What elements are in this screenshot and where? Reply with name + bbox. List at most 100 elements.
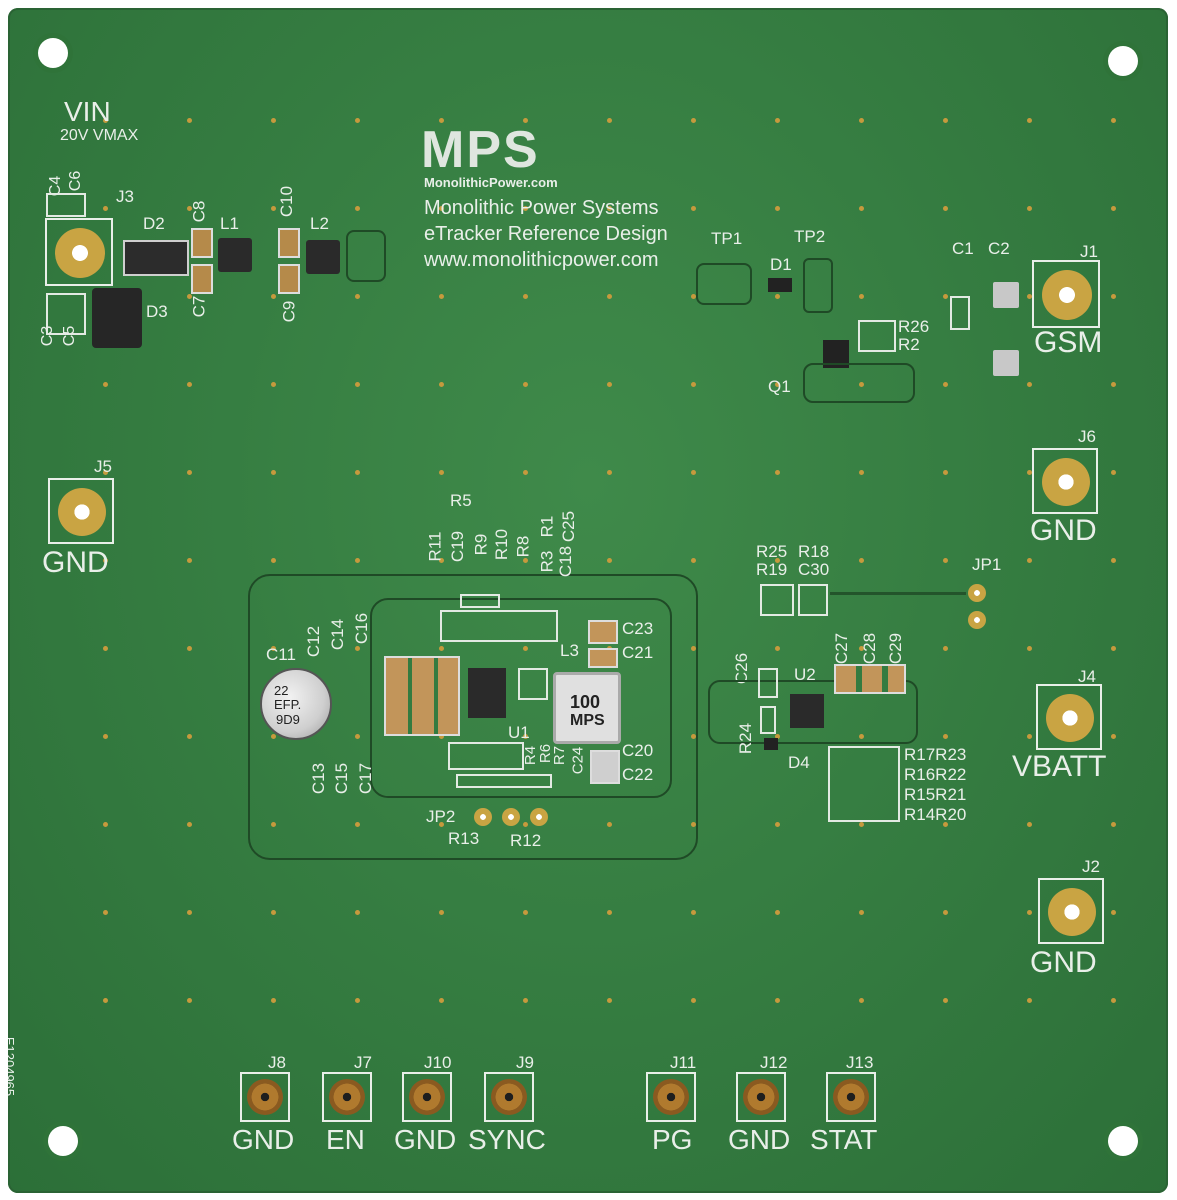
via [775,734,780,739]
r18-label: R18 [798,542,830,561]
j13-pad [833,1079,869,1115]
u1-converter-outline [248,574,698,860]
j6-label: J6 [1078,427,1096,446]
via [439,206,444,211]
d3-diode [92,288,142,348]
c20-label: C20 [622,741,654,760]
j8-pad [247,1079,283,1115]
via [943,646,948,651]
via [1027,822,1032,827]
via [271,646,276,651]
j10-connector [402,1072,452,1122]
via [1027,558,1032,563]
d2-label: D2 [143,214,165,233]
via [859,294,864,299]
company-name: Monolithic Power Systems [424,197,659,219]
via [607,470,612,475]
u1-ic [468,668,506,718]
via [439,470,444,475]
c7-label: C7 [189,295,209,318]
c23-capacitor [588,620,618,644]
vin-label: VIN [64,96,111,127]
c14-label: C14 [328,618,348,651]
via [103,118,108,123]
via [103,646,108,651]
via [523,118,528,123]
via [103,734,108,739]
d1-label: D1 [770,255,792,274]
gsm-label: GSM [1034,326,1103,359]
mounting-hole-top-right [1108,46,1138,76]
c9-label: C9 [279,300,299,323]
r5-pads [460,594,500,608]
mounting-hole-top-left [38,38,68,68]
tp1-label: TP1 [711,229,743,248]
via [439,910,444,915]
via [607,206,612,211]
c1-pads [950,296,970,330]
c26-pads [758,668,778,698]
via [355,382,360,387]
via [103,822,108,827]
j7-connector [322,1072,372,1122]
c13-label: C13 [309,762,329,795]
via [103,910,108,915]
j5-pad [58,488,106,536]
via [943,558,948,563]
via [439,294,444,299]
r19-label: R19 [756,560,788,579]
via [187,646,192,651]
via [187,998,192,1003]
c15-label: C15 [332,762,352,795]
via [439,822,444,827]
via [775,910,780,915]
l3-inductor: 100 MPS [553,672,621,744]
r3-label: R3 [537,550,557,573]
q1-label: Q1 [768,377,791,396]
via [271,382,276,387]
j4-pad [1046,694,1094,742]
via [607,558,612,563]
via [607,998,612,1003]
u1-passives [518,668,548,700]
j7-pad [329,1079,365,1115]
j10-label: J10 [424,1053,452,1072]
jp2-pin-3 [530,808,548,826]
c21-label: C21 [622,643,654,662]
j6-pad [1042,458,1090,506]
j10-pad [409,1079,445,1115]
r25-r19-pads [760,584,794,616]
via [187,294,192,299]
j1-pad [1042,270,1092,320]
c8-capacitor [191,228,213,258]
via [187,822,192,827]
via [691,822,696,827]
via [355,734,360,739]
via [859,558,864,563]
serial-number: E1204965 [8,1036,18,1097]
c10-capacitor [278,228,300,258]
via [1111,294,1116,299]
via [775,470,780,475]
j11-connector [646,1072,696,1122]
l3-label: L3 [560,641,579,660]
via [1027,470,1032,475]
d3-label: D3 [146,302,168,321]
j6-gnd-label: GND [1030,514,1097,547]
via [1111,822,1116,827]
j5-gnd-label: GND [42,546,109,579]
j7-label: J7 [354,1053,372,1072]
via [943,118,948,123]
via [103,206,108,211]
via [1027,734,1032,739]
via [439,998,444,1003]
via [355,294,360,299]
via [607,910,612,915]
via [607,822,612,827]
c2-label: C2 [988,239,1010,258]
u1-label: U1 [508,723,530,742]
j4-label: J4 [1078,667,1096,686]
via [859,470,864,475]
c20-c22-capacitors [590,750,620,784]
r24-pads [760,706,776,734]
